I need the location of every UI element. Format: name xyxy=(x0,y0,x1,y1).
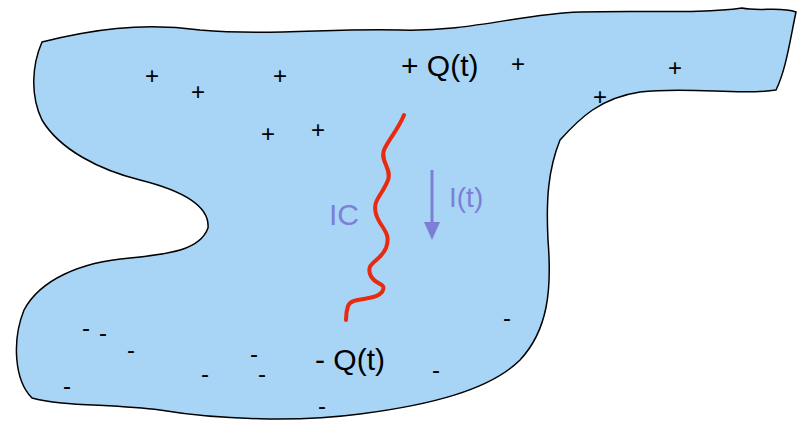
charge-sign: - xyxy=(99,321,107,345)
charge-sign: + xyxy=(273,64,287,88)
charge-sign: - xyxy=(258,362,266,386)
charge-sign: - xyxy=(201,362,209,386)
charge-sign: + xyxy=(145,64,159,88)
charge-sign: - xyxy=(503,306,511,330)
cloud-outline xyxy=(16,8,796,419)
charge-label: + Q(t) xyxy=(401,51,479,81)
charge-sign: + xyxy=(668,56,682,80)
charge-sign: - xyxy=(82,316,90,340)
current-label: I(t) xyxy=(449,184,483,212)
charge-sign: + xyxy=(191,80,205,104)
charge-sign: + xyxy=(593,85,607,109)
charge-sign: - xyxy=(63,374,71,398)
charge-sign: - xyxy=(250,342,258,366)
channel-label: IC xyxy=(329,200,359,230)
charge-label: - Q(t) xyxy=(315,345,385,375)
charge-sign: - xyxy=(432,358,440,382)
charge-sign: + xyxy=(261,122,275,146)
current-arrow xyxy=(424,170,440,240)
charge-sign: - xyxy=(318,394,326,418)
charge-sign: - xyxy=(127,338,135,362)
charge-sign: + xyxy=(311,118,325,142)
charge-sign: + xyxy=(511,52,525,76)
